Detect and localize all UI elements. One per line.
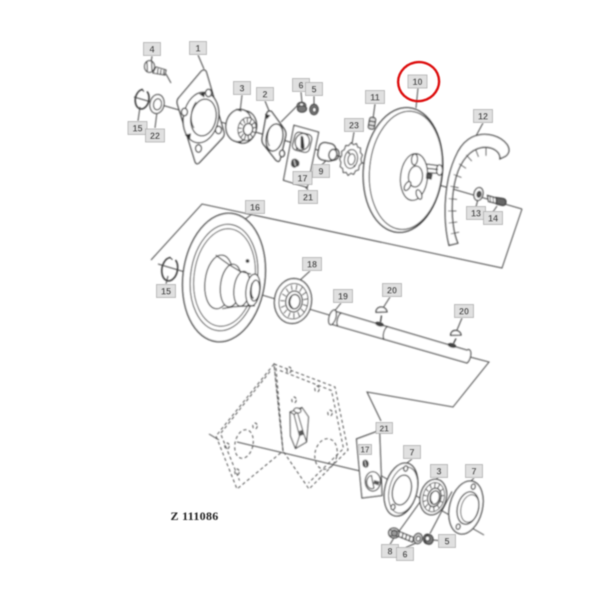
svg-text:3: 3 (239, 84, 244, 94)
svg-text:5: 5 (444, 537, 449, 547)
svg-text:3: 3 (436, 467, 441, 477)
svg-text:7: 7 (471, 467, 476, 477)
svg-text:12: 12 (478, 112, 488, 122)
svg-text:23: 23 (349, 121, 359, 131)
svg-text:19: 19 (338, 292, 348, 302)
svg-text:15: 15 (132, 124, 142, 134)
svg-text:17: 17 (361, 445, 370, 454)
svg-text:Z 111086: Z 111086 (171, 509, 219, 523)
svg-text:21: 21 (303, 193, 313, 203)
svg-text:16: 16 (250, 203, 260, 213)
svg-text:7: 7 (409, 448, 414, 458)
svg-text:8: 8 (387, 547, 392, 557)
svg-text:6: 6 (298, 81, 303, 91)
svg-text:20: 20 (459, 307, 469, 317)
svg-text:6: 6 (402, 550, 407, 560)
svg-text:4: 4 (149, 45, 154, 55)
svg-text:5: 5 (311, 85, 316, 95)
svg-text:14: 14 (488, 214, 498, 224)
svg-text:15: 15 (161, 287, 171, 297)
svg-text:20: 20 (387, 286, 397, 296)
svg-text:1: 1 (195, 44, 200, 54)
svg-text:10: 10 (412, 77, 422, 87)
svg-text:13: 13 (471, 209, 481, 219)
svg-text:17: 17 (297, 174, 307, 184)
svg-text:2: 2 (262, 90, 267, 100)
svg-text:21: 21 (379, 423, 389, 433)
svg-text:11: 11 (370, 93, 380, 103)
svg-text:9: 9 (318, 167, 323, 177)
svg-text:22: 22 (150, 131, 160, 141)
svg-text:18: 18 (307, 260, 317, 270)
